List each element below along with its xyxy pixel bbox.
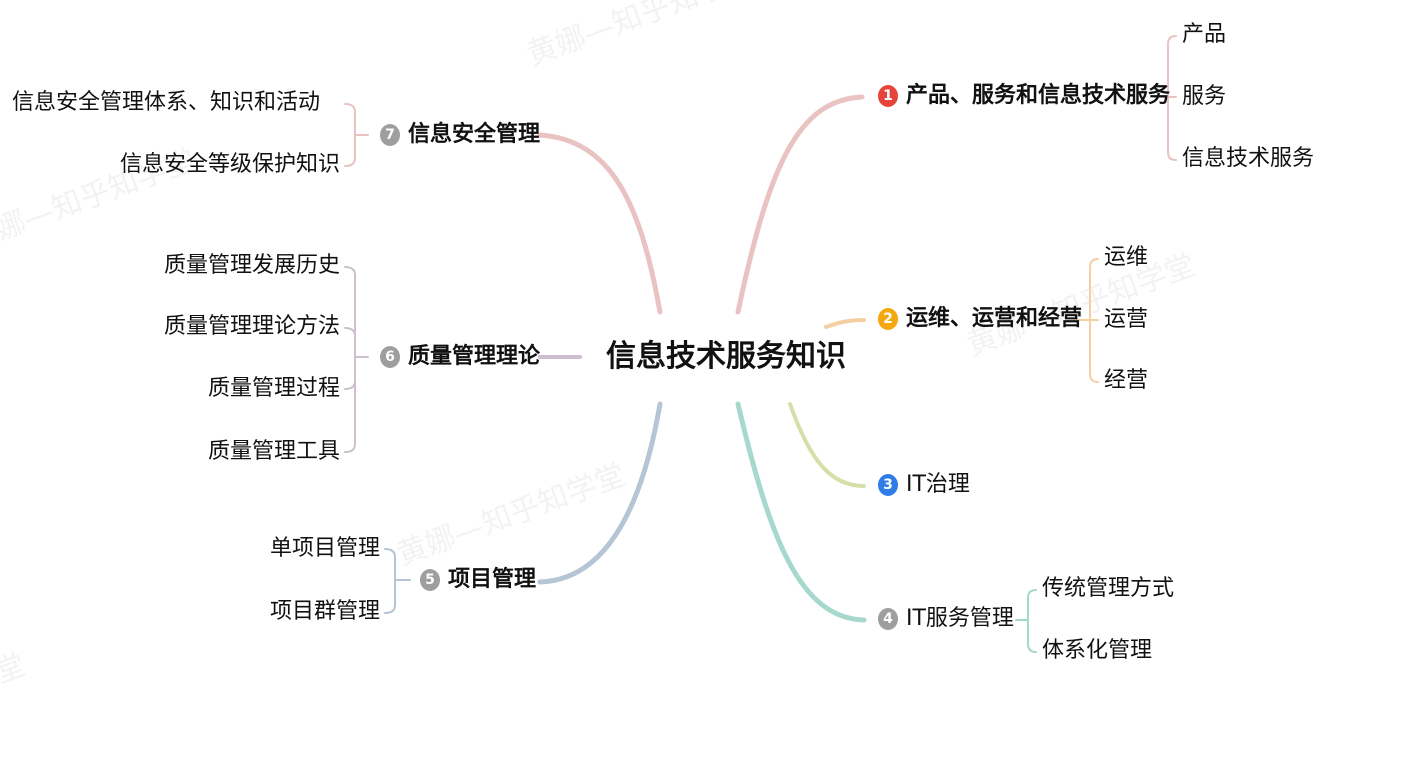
branch-topic-2[interactable]: 2 运维、运营和经营	[878, 308, 1082, 330]
subtopic-label: 质量管理发展历史	[163, 253, 340, 278]
subtopic-label: 信息安全等级保护知识	[119, 152, 340, 177]
subtopic-label: 经营	[1104, 368, 1149, 393]
subtopic-classified-protection[interactable]: 信息安全等级保护知识	[120, 154, 340, 176]
subtopic-single-project[interactable]: 单项目管理	[270, 538, 380, 560]
subtopic-systematic-management[interactable]: 体系化管理	[1042, 640, 1152, 662]
subtopic-it-service[interactable]: 信息技术服务	[1182, 148, 1314, 170]
subtopic-label: 质量管理过程	[207, 376, 340, 401]
subtopic-operation-maintenance[interactable]: 运维	[1104, 247, 1148, 269]
subtopic-quality-process[interactable]: 质量管理过程	[208, 378, 340, 400]
subtopic-label: 信息安全管理体系、知识和活动	[11, 90, 320, 115]
subtopic-label: 体系化管理	[1042, 638, 1153, 663]
number-5-icon: 5	[420, 569, 440, 591]
number-6-icon: 6	[380, 346, 400, 368]
branch-topic-3[interactable]: 3 IT治理	[878, 474, 970, 496]
subtopic-label: 运维	[1104, 245, 1149, 270]
subtopic-label: 单项目管理	[269, 536, 380, 561]
subtopic-quality-history[interactable]: 质量管理发展历史	[164, 255, 340, 277]
number-2-icon: 2	[878, 308, 898, 330]
connector-branch-2	[824, 318, 866, 329]
connector-branch-5	[537, 401, 663, 585]
connector-lines	[344, 35, 1177, 653]
branch-label: 质量管理理论	[408, 344, 541, 369]
subtopic-label: 传统管理方式	[1042, 576, 1175, 601]
branch-topic-1[interactable]: 1 产品、服务和信息技术服务	[878, 85, 1170, 107]
subtopic-service[interactable]: 服务	[1182, 86, 1226, 108]
connector-branch-7	[537, 132, 663, 315]
subtopic-operation[interactable]: 运营	[1104, 309, 1148, 331]
branch-topic-6[interactable]: 6 质量管理理论	[380, 346, 540, 368]
number-3-icon: 3	[878, 474, 898, 496]
number-4-icon: 4	[878, 608, 898, 630]
subtopic-label: 运营	[1104, 307, 1149, 332]
subtopic-isms[interactable]: 信息安全管理体系、知识和活动	[12, 92, 320, 114]
connector-branch-1	[735, 94, 865, 315]
branch-topic-5[interactable]: 5 项目管理	[420, 569, 536, 591]
number-1-icon: 1	[878, 85, 898, 107]
branch-label: 产品、服务和信息技术服务	[906, 83, 1171, 108]
branch-label: IT治理	[906, 472, 970, 497]
subtopic-quality-methods[interactable]: 质量管理理论方法	[164, 316, 340, 338]
subtopic-program[interactable]: 项目群管理	[270, 601, 380, 623]
subtopic-label: 质量管理理论方法	[163, 314, 340, 339]
branch-label: 项目管理	[448, 567, 537, 592]
number-7-icon: 7	[380, 124, 400, 146]
branch-topic-7[interactable]: 7 信息安全管理	[380, 124, 540, 146]
subtopic-traditional-management[interactable]: 传统管理方式	[1042, 578, 1174, 600]
subtopic-label: 项目群管理	[269, 599, 380, 624]
subtopic-label: 产品	[1182, 22, 1227, 47]
branch-label: 运维、运营和经营	[906, 306, 1083, 331]
connector-branch-4	[735, 401, 867, 623]
root-topic[interactable]: 信息技术服务知识	[606, 342, 846, 372]
subtopic-quality-tools[interactable]: 质量管理工具	[208, 441, 340, 463]
subtopic-label: 质量管理工具	[207, 439, 340, 464]
subtopic-business[interactable]: 经营	[1104, 370, 1148, 392]
subtopic-product[interactable]: 产品	[1182, 24, 1226, 46]
branch-label: IT服务管理	[906, 606, 1014, 631]
branch-topic-4[interactable]: 4 IT服务管理	[878, 608, 1014, 630]
connector-branch-3	[788, 402, 866, 488]
subtopic-label: 信息技术服务	[1182, 146, 1315, 171]
branch-label: 信息安全管理	[408, 122, 541, 147]
root-topic-label: 信息技术服务知识	[606, 339, 846, 374]
subtopic-label: 服务	[1182, 84, 1227, 109]
